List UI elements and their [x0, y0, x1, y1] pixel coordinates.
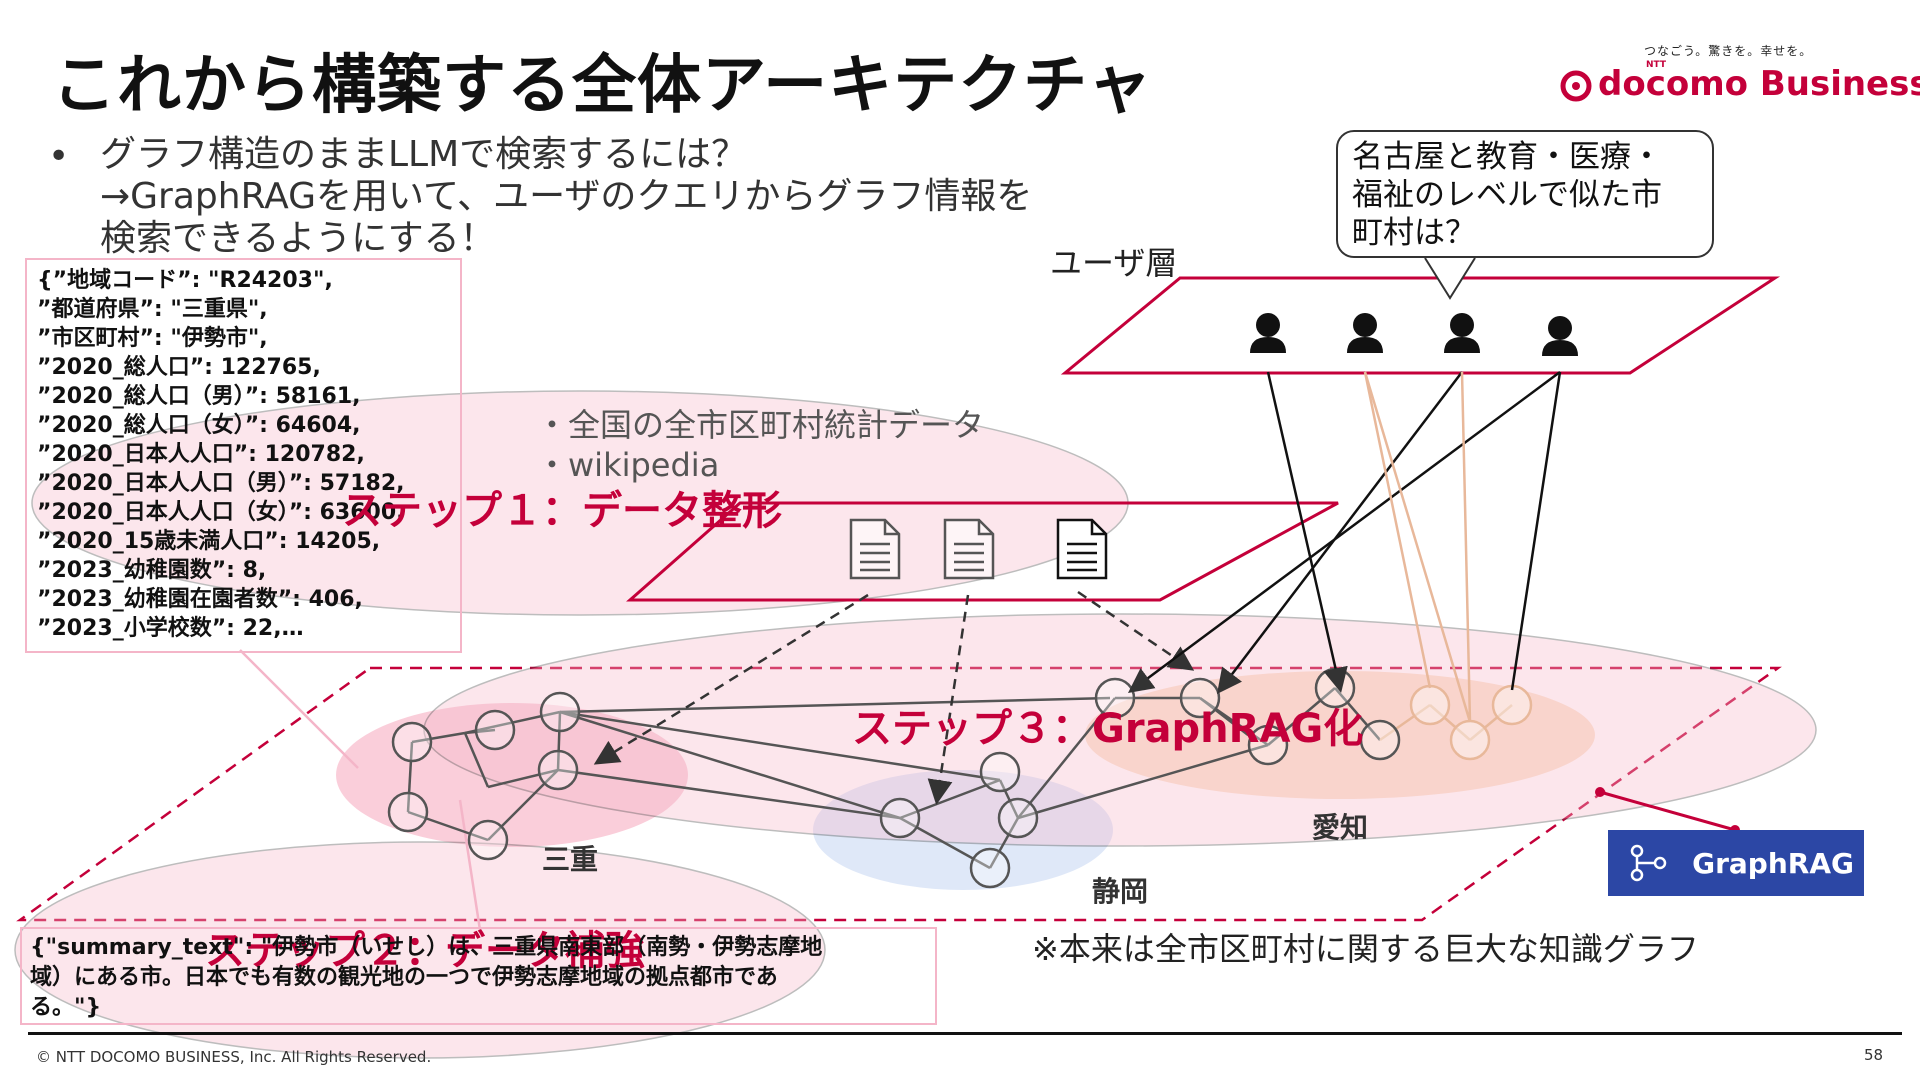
- shizuoka-subgraph-nodes: [879, 751, 1039, 889]
- document-icon: [943, 518, 995, 580]
- json-line: ”2020_日本人人口（男）”: 57182,: [37, 471, 405, 496]
- docomo-ring-icon: [1560, 70, 1592, 102]
- query-bubble: 名古屋と教育・医療・ 福祉のレベルで似た市 町村は？: [1336, 130, 1714, 258]
- summary-line: 域）にある市。日本でも有数の観光地の一つで伊勢志摩地域の拠点都市であ: [30, 965, 778, 990]
- source-item: ・全国の全市区町村統計データ: [536, 406, 985, 444]
- json-sample-box: {”地域コード”: "R24203", ”都道府県”: "三重県", ”市区町村…: [25, 258, 462, 653]
- user-icon: [1542, 316, 1578, 356]
- json-line: ”2020_日本人人口”: 120782,: [37, 442, 365, 467]
- graphrag-badge: GraphRAG: [1608, 830, 1864, 896]
- user-icon: [1250, 313, 1286, 353]
- logo-name: docomo Business: [1598, 64, 1920, 104]
- aichi-faded-edges: [1379, 703, 1513, 742]
- query-line: 名古屋と教育・医療・: [1352, 139, 1662, 175]
- json-line: ”2020_15歳未満人口”: 14205,: [37, 529, 381, 554]
- json-line: ”2020_総人口（男）”: 58161,: [37, 384, 361, 409]
- bullet-text: グラフ構造のままLLMで検索するには？ →GraphRAGを用いて、ユーザのクエ…: [100, 134, 1032, 260]
- aichi-subgraph-edges: [1115, 687, 1381, 747]
- step2-label: ステップ２：データ補強: [205, 928, 645, 974]
- document-layer-plane: [626, 501, 1339, 602]
- copyright: © NTT DOCOMO BUSINESS, Inc. All Rights R…: [36, 1048, 432, 1066]
- bullet-marker: •: [48, 136, 70, 177]
- user-icon: [1347, 313, 1383, 353]
- step1-label: ステップ１：データ整形: [342, 488, 782, 534]
- mie-subgraph-edges: [406, 710, 562, 842]
- user-layer-plane: [1060, 276, 1781, 375]
- region-label-mie: 三重: [542, 843, 599, 876]
- summary-connector: [458, 799, 482, 931]
- bullet-line: 検索できるようにする！: [100, 218, 496, 259]
- json-connector: [239, 649, 359, 769]
- json-line: ”市区町村”: "伊勢市",: [37, 326, 268, 351]
- graph-cross-links: [557, 696, 1269, 820]
- shizuoka-region: [813, 770, 1113, 890]
- graphrag-badge-label: GraphRAG: [1692, 846, 1854, 880]
- document-icon: [849, 518, 901, 580]
- logo-tagline: つなごう。驚きを。幸せを。: [1644, 44, 1813, 58]
- source-item: ・wikipedia: [536, 446, 720, 484]
- user-layer-label: ユーザ層: [1050, 244, 1178, 282]
- query-line: 福祉のレベルで似た市: [1352, 177, 1662, 213]
- mie-subgraph-nodes: [387, 691, 581, 861]
- footer-divider: [28, 1032, 1902, 1035]
- step3-label: ステップ３：GraphRAG化: [852, 706, 1364, 752]
- json-line: ”2020_総人口”: 122765,: [37, 355, 321, 380]
- json-line: ”2020_日本人人口（女）”: 63600,: [37, 500, 405, 525]
- region-label-shizuoka: 静岡: [1092, 875, 1149, 908]
- page-number: 58: [1864, 1046, 1884, 1064]
- json-line: ”2023_幼稚園数”: 8,: [37, 558, 267, 583]
- bullet-line: グラフ構造のままLLMで検索するには？: [100, 134, 748, 175]
- query-line: 町村は？: [1352, 215, 1476, 251]
- knowledge-graph-plane: [16, 666, 1782, 922]
- speech-bubble-tail: [1424, 257, 1476, 300]
- document-arrows: [593, 590, 1195, 805]
- region-label-aichi: 愛知: [1312, 811, 1369, 844]
- user-icon: [1444, 313, 1480, 353]
- user-query-arrows: [1127, 370, 1562, 694]
- json-line: ”2020_総人口（女）”: 64604,: [37, 413, 361, 438]
- aichi-faded-nodes: [1409, 684, 1533, 761]
- step2-ellipse: [14, 841, 826, 1059]
- summary-line: る。"}: [30, 995, 102, 1020]
- document-icon: [1056, 518, 1108, 580]
- bullet-line: →GraphRAGを用いて、ユーザのクエリからグラフ情報を: [100, 176, 1033, 217]
- knowledge-graph-note: ※本来は全市区町村に関する巨大な知識グラフ: [1032, 930, 1699, 968]
- json-line: ”都道府県”: "三重県",: [37, 297, 268, 322]
- json-line: {”地域コード”: "R24203",: [37, 268, 333, 293]
- graph-nodes-icon: [1630, 844, 1667, 882]
- json-line: ”2023_幼稚園在園者数”: 406,: [37, 587, 363, 612]
- summary-line: {"summary_text": "伊勢市（いせし）は、三重県南東部（南勢・伊勢…: [30, 935, 823, 960]
- logo-ntt: NTT: [1646, 60, 1667, 70]
- summary-sample-box: {"summary_text": "伊勢市（いせし）は、三重県南東部（南勢・伊勢…: [20, 927, 937, 1025]
- aichi-subgraph-nodes: [1094, 667, 1401, 766]
- badge-connector: [1599, 790, 1736, 832]
- json-line: ”2023_小学校数”: 22,…: [37, 616, 304, 641]
- aichi-region: [1085, 671, 1595, 799]
- page-title: これから構築する全体アーキテクチャ: [52, 49, 1153, 123]
- user-faded-arrows: [1363, 371, 1472, 723]
